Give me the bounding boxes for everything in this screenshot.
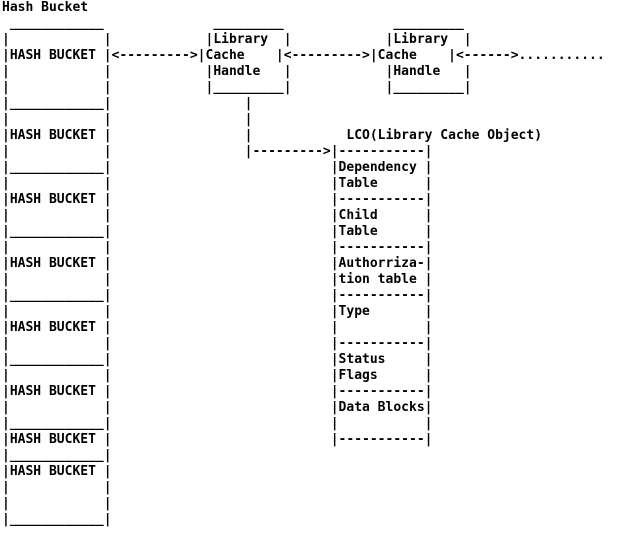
diagram-line: |HASH BUCKET | | | [2,320,433,335]
diagram-line: |____________| |Status | [2,352,433,367]
diagram-line: | | |Type | [2,304,433,319]
diagram-line: |HASH BUCKET | |-----------| [2,192,433,207]
diagram-line: | | [2,480,112,495]
diagram-line: | | | [2,112,253,127]
diagram-line: |HASH BUCKET | |-----------| [2,432,433,447]
diagram-line: | | |--------->|-----------| [2,144,433,159]
diagram-line: |____________| | [2,96,253,111]
diagram-line: |HASH BUCKET | | LCO(Library Cache Objec… [2,128,543,143]
diagram-line: |____________| |Dependency | [2,160,433,175]
diagram-line: |____________| | | [2,416,433,431]
diagram-line: |____________| |Table | [2,224,433,239]
diagram-line: | | |Child | [2,208,433,223]
diagram-line: | | |tion table | [2,272,433,287]
diagram-line: | | |Data Blocks| [2,400,433,415]
diagram-line: | | |Flags | [2,368,433,383]
diagram-line: | | |_________| |_________| [2,80,472,95]
diagram-line: | | |Table | [2,176,433,191]
diagram-line: | | |Handle | |Handle | [2,64,472,79]
diagram-line: |HASH BUCKET | |-----------| [2,384,433,399]
diagram-line: |____________| [2,512,112,527]
diagram-line: |HASH BUCKET |<--------->|Cache |<------… [2,48,605,63]
diagram-line: | | |-----------| [2,336,433,351]
diagram-line: |____________| |-----------| [2,288,433,303]
diagram-line: Hash Bucket [2,0,89,15]
diagram-line: | | |Library | |Library | [2,32,472,47]
diagram-line: | | |-----------| [2,240,433,255]
diagram-line: |HASH BUCKET | [2,464,112,479]
diagram-line: | | [2,496,112,511]
diagram-line: |HASH BUCKET | |Authorriza-| [2,256,433,271]
diagram-line: |____________| [2,448,112,463]
diagram-line: ____________ _________ _________ [2,16,464,31]
